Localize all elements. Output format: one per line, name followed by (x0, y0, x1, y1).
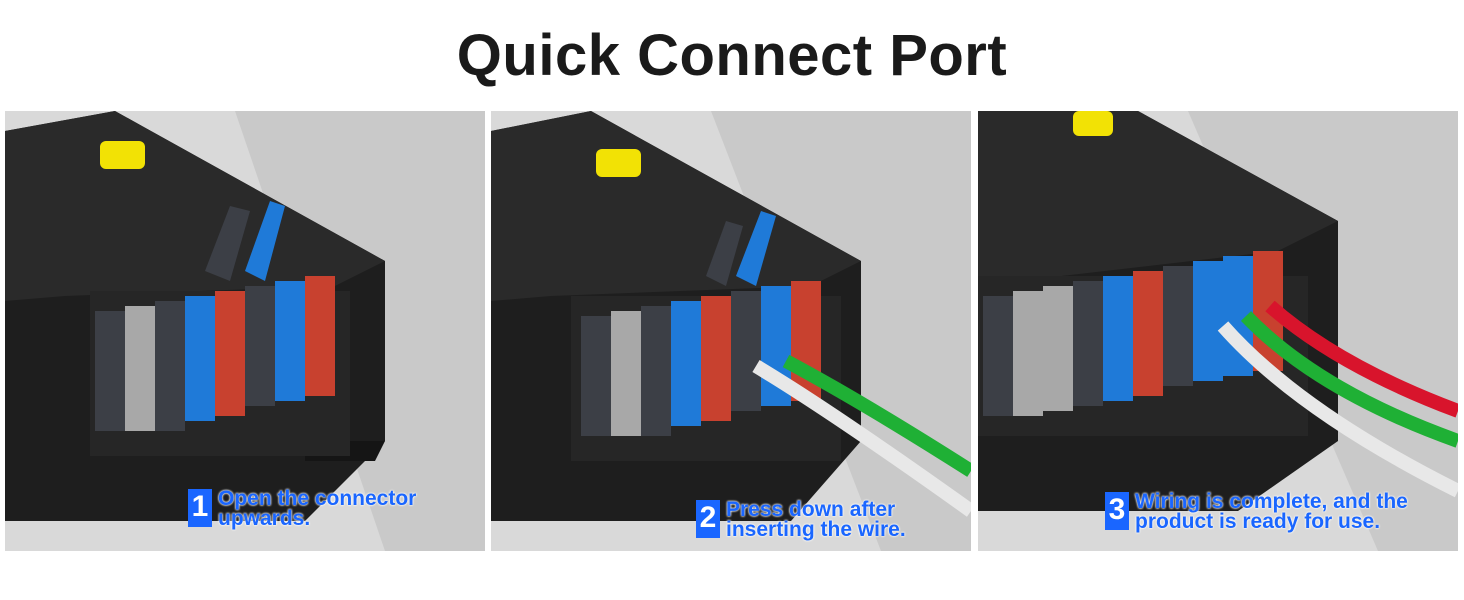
device-illustration (978, 111, 1458, 551)
step-text-line-2: inserting the wire. (726, 518, 906, 541)
device-illustration (5, 111, 485, 551)
step-text: Wiring is complete, and the product is r… (1135, 490, 1408, 533)
step-number: 1 (188, 489, 212, 527)
step-text-line-2: upwards. (218, 507, 311, 530)
step-number: 2 (696, 500, 720, 538)
panel-step-2: 2 Press down after inserting the wire. (491, 111, 971, 551)
panel-step-1: 1 Open the connector upwards. (5, 111, 485, 551)
step-text-line-1: Press down after (726, 498, 896, 521)
step-text-line-2: product is ready for use. (1135, 510, 1381, 533)
step-caption-1: 1 Open the connector upwards. (188, 487, 417, 530)
step-caption-2: 2 Press down after inserting the wire. (696, 498, 906, 541)
step-text-line-1: Wiring is complete, and the (1135, 490, 1408, 513)
page-title: Quick Connect Port (456, 23, 1008, 88)
step-text-line-1: Open the connector (218, 487, 417, 510)
step-number: 3 (1105, 492, 1129, 530)
device-illustration (491, 111, 971, 551)
step-text: Open the connector upwards. (218, 487, 417, 530)
panel-step-3: 3 Wiring is complete, and the product is… (978, 111, 1458, 551)
step-text: Press down after inserting the wire. (726, 498, 906, 541)
step-caption-3: 3 Wiring is complete, and the product is… (1105, 490, 1408, 533)
